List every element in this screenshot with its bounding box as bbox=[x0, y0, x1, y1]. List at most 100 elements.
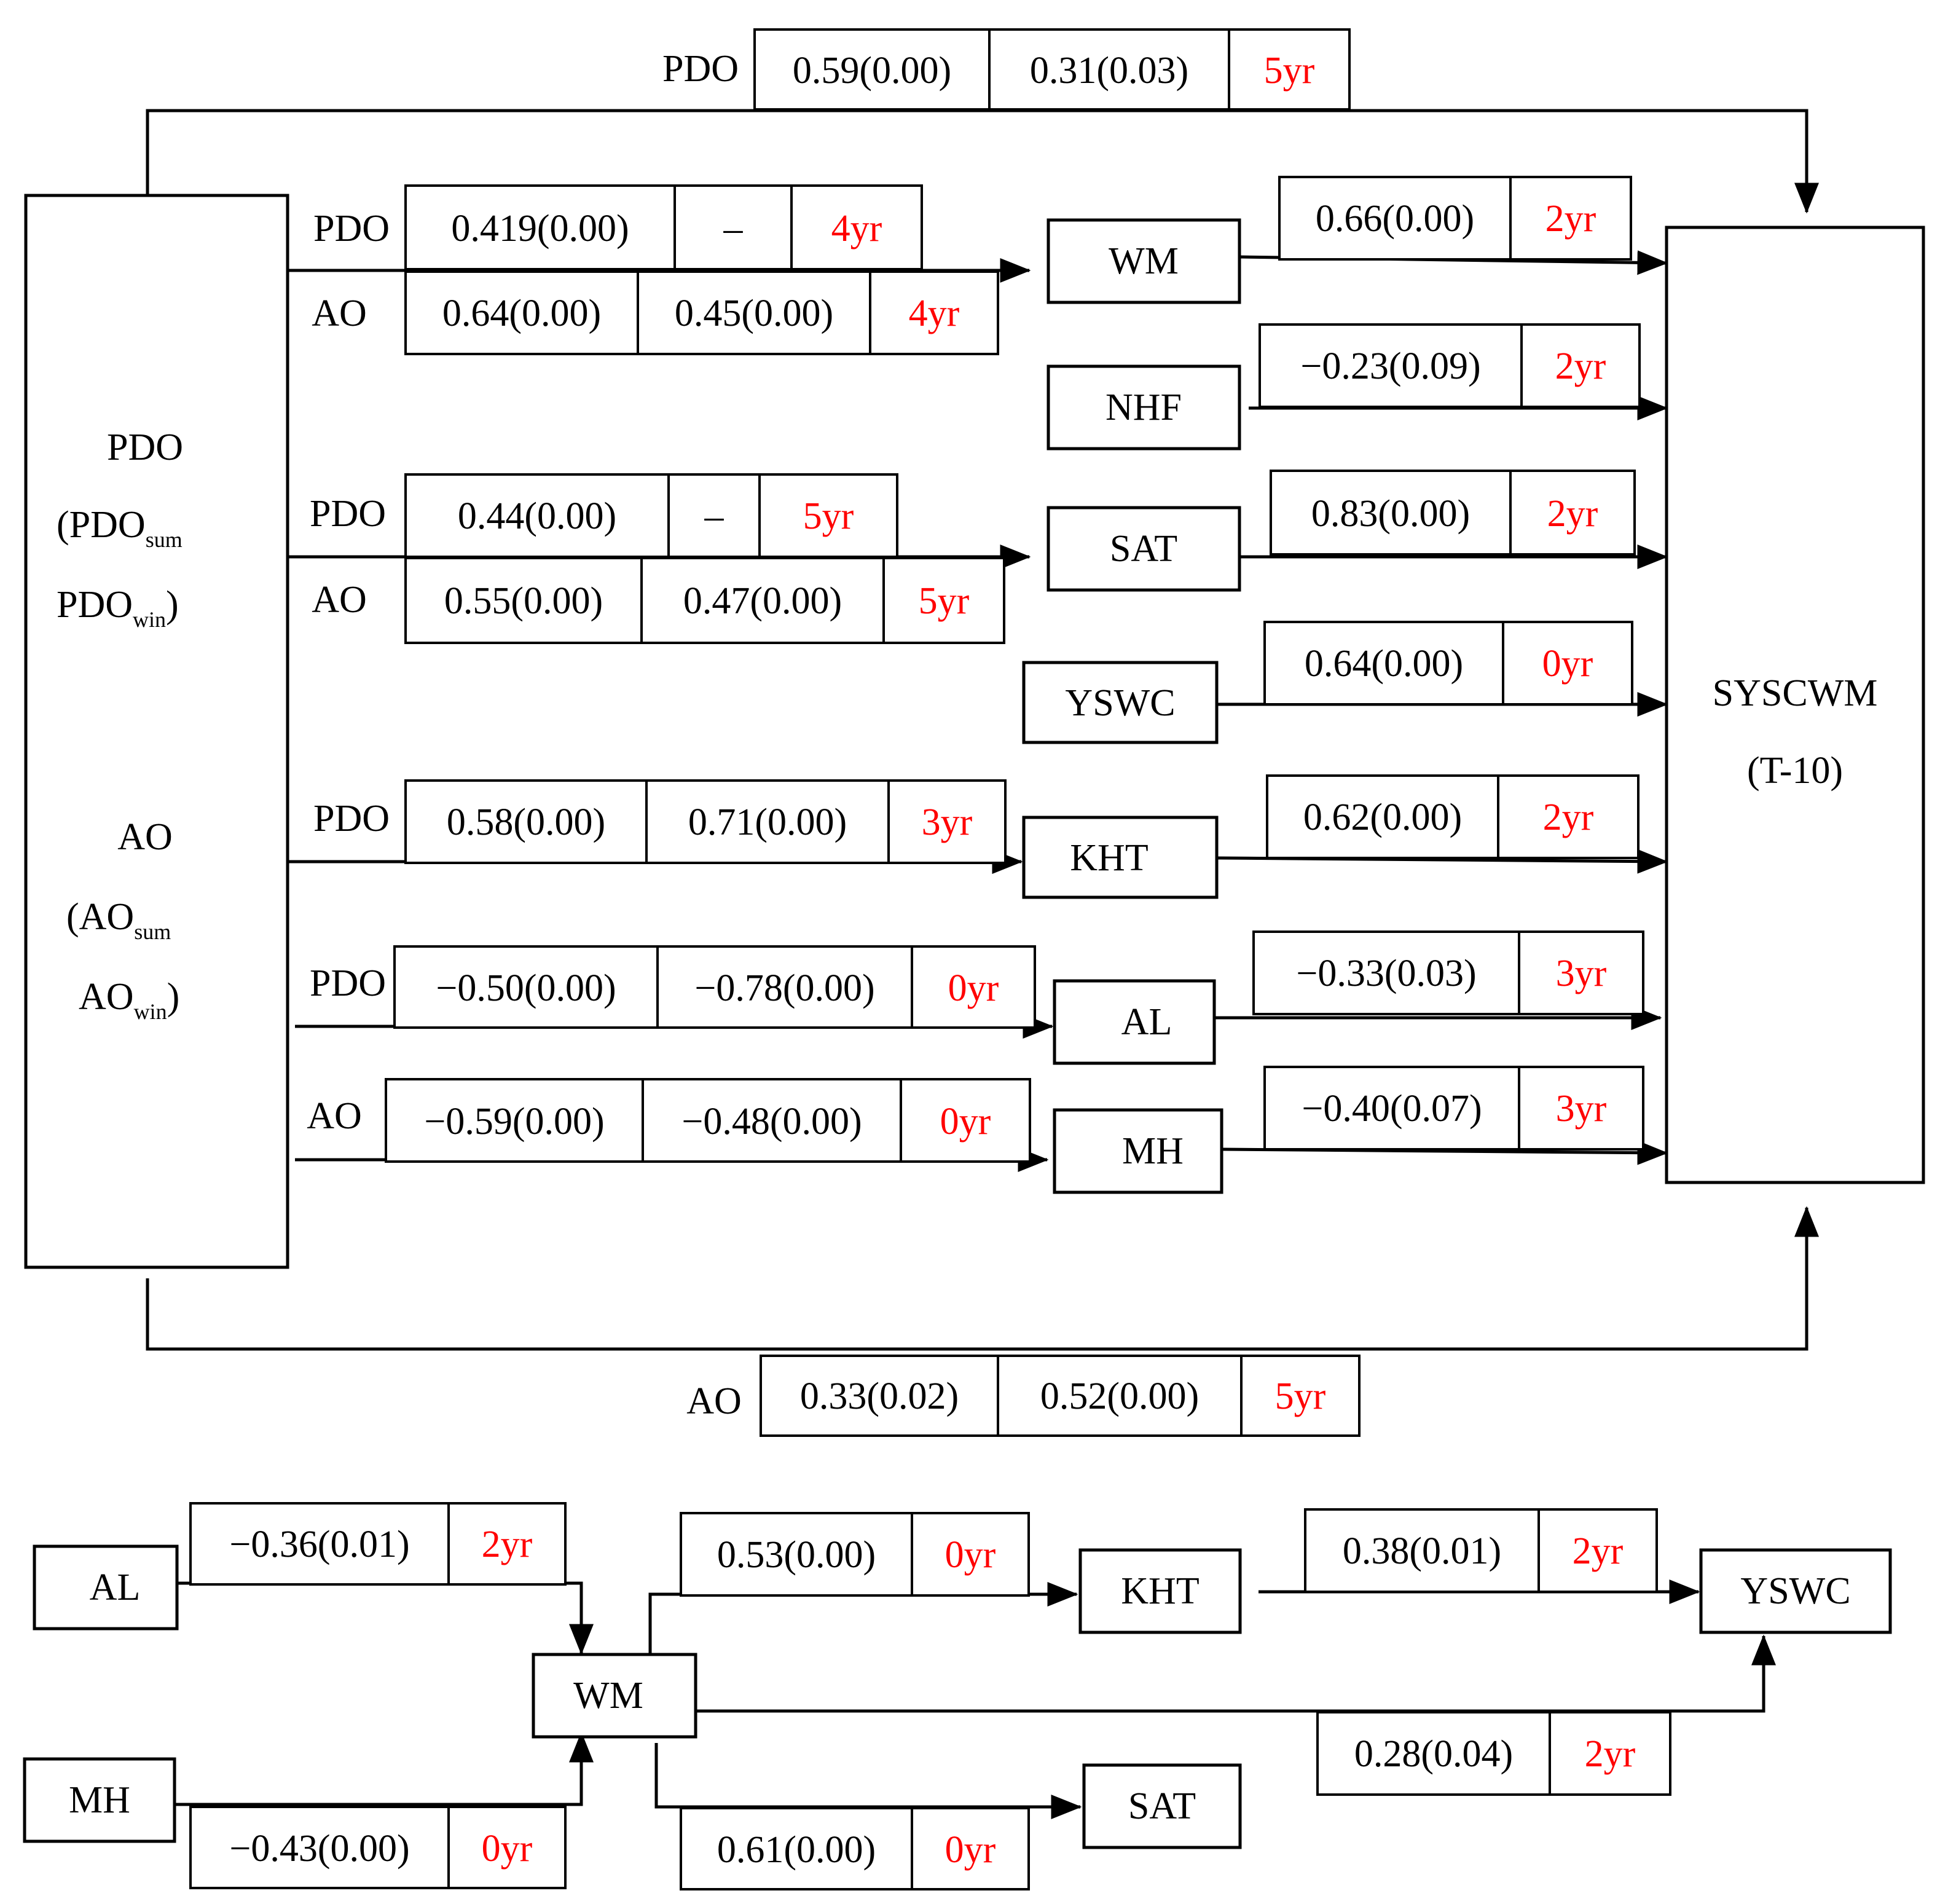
sat-ao-label: AO bbox=[312, 579, 367, 621]
svg-text:SAT: SAT bbox=[1128, 1785, 1196, 1827]
wm-pdo-r-win: – bbox=[723, 208, 744, 250]
top-path-lag: 5yr bbox=[1264, 50, 1315, 92]
mh-ao-coefficients: −0.59(0.00) −0.48(0.00) 0yr bbox=[385, 1078, 1031, 1163]
wm-pdo-lag: 4yr bbox=[831, 208, 882, 250]
left-box-ao: AO bbox=[117, 816, 173, 858]
kht-pdo-r-sum: 0.58(0.00) bbox=[447, 801, 605, 843]
svg-text:−0.33(0.03): −0.33(0.03) bbox=[1296, 953, 1476, 994]
wm-pdo-coefficients: 0.419(0.00) – 4yr bbox=[404, 184, 923, 270]
svg-text:NHF: NHF bbox=[1105, 387, 1182, 428]
svg-text:0yr: 0yr bbox=[945, 1829, 996, 1871]
node-sat: SAT bbox=[1047, 506, 1241, 592]
left-box-pdo: PDO bbox=[107, 427, 183, 468]
wm-ao-r-sum: 0.64(0.00) bbox=[442, 293, 601, 334]
node-nhf: NHF bbox=[1047, 364, 1241, 450]
svg-text:2yr: 2yr bbox=[1585, 1733, 1636, 1775]
svg-text:YSWC: YSWC bbox=[1740, 1570, 1850, 1612]
svg-text:−0.40(0.07): −0.40(0.07) bbox=[1302, 1088, 1482, 1130]
svg-text:3yr: 3yr bbox=[1556, 953, 1607, 994]
node-wm: WM bbox=[1047, 218, 1241, 304]
svg-text:0.38(0.01): 0.38(0.01) bbox=[1343, 1530, 1501, 1572]
svg-text:KHT: KHT bbox=[1070, 837, 1148, 879]
sub-node-wm: WM bbox=[532, 1653, 697, 1739]
kht-pdo-label: PDO bbox=[313, 798, 390, 840]
sub-mh-to-wm-coefficients: −0.43(0.00) 0yr bbox=[189, 1806, 567, 1889]
svg-text:2yr: 2yr bbox=[1543, 797, 1594, 838]
svg-text:MH: MH bbox=[69, 1779, 130, 1821]
sub-wm-to-sat-coefficients: 0.61(0.00) 0yr bbox=[680, 1807, 1030, 1890]
bottom-path-label: AO bbox=[686, 1380, 742, 1422]
wm-ao-coefficients: 0.64(0.00) 0.45(0.00) 4yr bbox=[404, 270, 999, 355]
sub-al-to-wm-coefficients: −0.36(0.01) 2yr bbox=[189, 1502, 567, 1586]
svg-text:0yr: 0yr bbox=[1542, 643, 1593, 685]
svg-text:0.61(0.00): 0.61(0.00) bbox=[717, 1829, 876, 1871]
svg-text:WM: WM bbox=[573, 1675, 643, 1717]
svg-text:0yr: 0yr bbox=[945, 1534, 996, 1576]
sub-wm-to-kht-coefficients: 0.53(0.00) 0yr bbox=[680, 1512, 1030, 1597]
svg-text:0.62(0.00): 0.62(0.00) bbox=[1303, 797, 1462, 838]
top-path-r-win: 0.31(0.03) bbox=[1030, 50, 1188, 92]
sat-pdo-r-win: – bbox=[704, 495, 725, 537]
sub-al-to-wm-arrow bbox=[178, 1581, 594, 1655]
node-kht: KHT bbox=[1022, 816, 1219, 899]
sub-kht-to-yswc-coefficients: 0.38(0.01) 2yr bbox=[1304, 1508, 1658, 1593]
svg-text:0.53(0.00): 0.53(0.00) bbox=[717, 1534, 876, 1576]
svg-text:0yr: 0yr bbox=[482, 1828, 533, 1870]
svg-text:−0.23(0.09): −0.23(0.09) bbox=[1300, 345, 1480, 387]
top-path-coefficients: 0.59(0.00) 0.31(0.03) 5yr bbox=[753, 28, 1351, 111]
kht-pdo-coefficients: 0.58(0.00) 0.71(0.00) 3yr bbox=[404, 779, 1007, 864]
svg-text:2yr: 2yr bbox=[1573, 1530, 1624, 1572]
node-yswc: YSWC bbox=[1022, 661, 1219, 744]
wm-ao-r-win: 0.45(0.00) bbox=[675, 293, 833, 334]
svg-text:2yr: 2yr bbox=[1555, 345, 1606, 387]
sub-wm-to-yswc-arrow bbox=[697, 1634, 1776, 1713]
yswc-to-target-coefficients: 0.64(0.00) 0yr bbox=[1263, 621, 1633, 706]
sub-wm-to-yswc-coefficients: 0.28(0.04) 2yr bbox=[1316, 1711, 1671, 1796]
sat-ao-coefficients: 0.55(0.00) 0.47(0.00) 5yr bbox=[404, 557, 1005, 644]
bottom-path-r-win: 0.52(0.00) bbox=[1040, 1375, 1199, 1417]
wm-to-target-coefficients: 0.66(0.00) 2yr bbox=[1278, 176, 1632, 261]
sub-node-yswc: YSWC bbox=[1699, 1548, 1892, 1634]
wm-pdo-r-sum: 0.419(0.00) bbox=[451, 208, 629, 250]
sub-mh-to-wm-arrow bbox=[175, 1731, 594, 1806]
top-path-label: PDO bbox=[662, 48, 739, 90]
al-pdo-label: PDO bbox=[310, 962, 386, 1004]
nhf-to-target-coefficients: −0.23(0.09) 2yr bbox=[1259, 323, 1641, 408]
wm-pdo-label: PDO bbox=[313, 208, 390, 250]
sat-ao-r-win: 0.47(0.00) bbox=[683, 580, 842, 622]
svg-text:0.64(0.00): 0.64(0.00) bbox=[1305, 643, 1463, 685]
sat-to-target-coefficients: 0.83(0.00) 2yr bbox=[1270, 470, 1636, 556]
al-pdo-coefficients: −0.50(0.00) −0.78(0.00) 0yr bbox=[393, 945, 1036, 1029]
sub-node-sat: SAT bbox=[1082, 1763, 1242, 1849]
target-box-title: SYSCWM bbox=[1713, 672, 1878, 714]
sat-ao-lag: 5yr bbox=[919, 580, 970, 622]
mh-ao-r-sum: −0.59(0.00) bbox=[424, 1101, 604, 1143]
left-box-ao-sum: (AOsum bbox=[66, 896, 171, 944]
sub-node-al: AL bbox=[33, 1544, 179, 1631]
left-box-ao-win: AOwin) bbox=[79, 976, 179, 1024]
svg-text:0.66(0.00): 0.66(0.00) bbox=[1316, 198, 1474, 240]
wm-ao-lag: 4yr bbox=[909, 293, 960, 334]
svg-text:KHT: KHT bbox=[1121, 1570, 1199, 1612]
kht-pdo-lag: 3yr bbox=[922, 801, 973, 843]
svg-text:YSWC: YSWC bbox=[1065, 682, 1175, 724]
svg-text:AL: AL bbox=[90, 1567, 141, 1608]
sub-wm-to-kht-arrow bbox=[648, 1582, 1078, 1653]
left-source-box: PDO (PDOsum PDOwin) AO (AOsum AOwin) bbox=[24, 194, 289, 1269]
node-mh: MH bbox=[1053, 1108, 1223, 1194]
wm-ao-label: AO bbox=[312, 293, 367, 334]
kht-to-target-coefficients: 0.62(0.00) 2yr bbox=[1266, 774, 1640, 859]
svg-text:0.83(0.00): 0.83(0.00) bbox=[1311, 493, 1470, 535]
node-al: AL bbox=[1053, 979, 1216, 1065]
svg-text:MH: MH bbox=[1122, 1130, 1184, 1172]
svg-text:2yr: 2yr bbox=[1547, 493, 1598, 535]
al-pdo-r-sum: −0.50(0.00) bbox=[436, 967, 616, 1009]
sat-pdo-r-sum: 0.44(0.00) bbox=[458, 495, 616, 537]
sat-pdo-lag: 5yr bbox=[803, 495, 854, 537]
sat-pdo-coefficients: 0.44(0.00) – 5yr bbox=[404, 473, 898, 558]
svg-text:SAT: SAT bbox=[1110, 528, 1177, 570]
svg-text:WM: WM bbox=[1109, 240, 1179, 282]
al-pdo-lag: 0yr bbox=[948, 967, 999, 1009]
bottom-path-coefficients: 0.33(0.02) 0.52(0.00) 5yr bbox=[760, 1355, 1361, 1437]
